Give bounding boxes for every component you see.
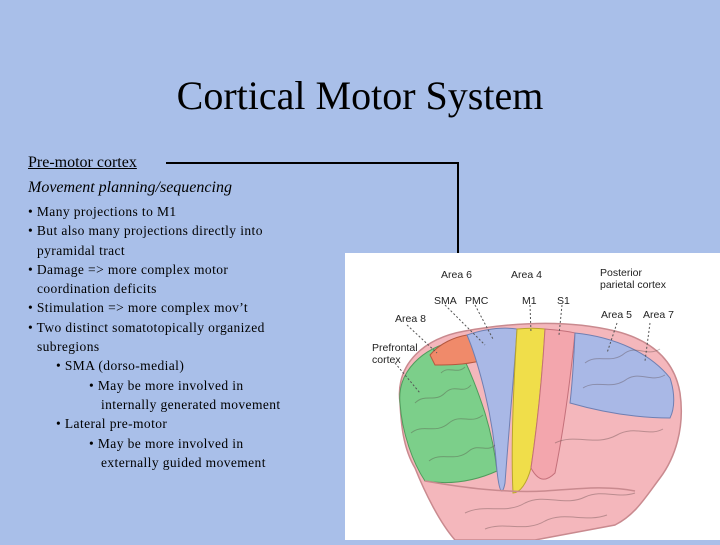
sub-bullet-line: • Lateral pre-motor (56, 416, 168, 432)
s1-region (530, 328, 576, 480)
bullet-continuation: internally generated movement (101, 396, 281, 412)
sub-sub-bullet-line: • May be more involved in (89, 377, 244, 393)
bullet-list: • Many projections to M1 • But also many… (28, 202, 318, 472)
bullet-line: • But also many projections directly int… (28, 223, 263, 239)
bullet-continuation: externally guided movement (101, 454, 266, 470)
brain-figure: Area 6 Area 4 Posterior parietal cortex … (345, 253, 720, 541)
bullet-line: • Damage => more complex motor (28, 261, 229, 277)
sub-sub-bullet-line: • May be more involved in (89, 435, 244, 451)
bullet-line: • Stimulation => more complex mov’t (28, 300, 249, 316)
slide-title: Cortical Motor System (176, 73, 544, 118)
label-s1: S1 (557, 295, 570, 307)
section-heading: Pre-motor cortex (28, 154, 137, 171)
bullet-continuation: pyramidal tract (37, 242, 126, 258)
bullet-line: • Many projections to M1 (28, 204, 177, 219)
label-area7: Area 7 (643, 309, 674, 321)
section-subheading: Movement planning/sequencing (28, 179, 232, 196)
label-sma: SMA (434, 295, 457, 307)
bullet-continuation: subregions (37, 339, 100, 355)
label-cortex: cortex (372, 354, 401, 366)
brain-illustration (394, 304, 683, 541)
label-parietal: parietal cortex (600, 279, 666, 291)
label-posterior: Posterior (600, 267, 643, 279)
label-area4: Area 4 (511, 269, 542, 281)
label-area6: Area 6 (441, 269, 472, 281)
bullet-line: • Two distinct somatotopically organized (28, 319, 265, 335)
label-pmc: PMC (465, 295, 489, 307)
parietal-region (569, 332, 675, 419)
sub-bullet-line: • SMA (dorso-medial) (56, 358, 185, 374)
label-prefrontal: Prefrontal (372, 342, 418, 354)
bullet-continuation: coordination deficits (37, 281, 157, 297)
label-area5: Area 5 (601, 309, 632, 321)
label-m1: M1 (522, 295, 537, 307)
label-area8: Area 8 (395, 313, 426, 325)
